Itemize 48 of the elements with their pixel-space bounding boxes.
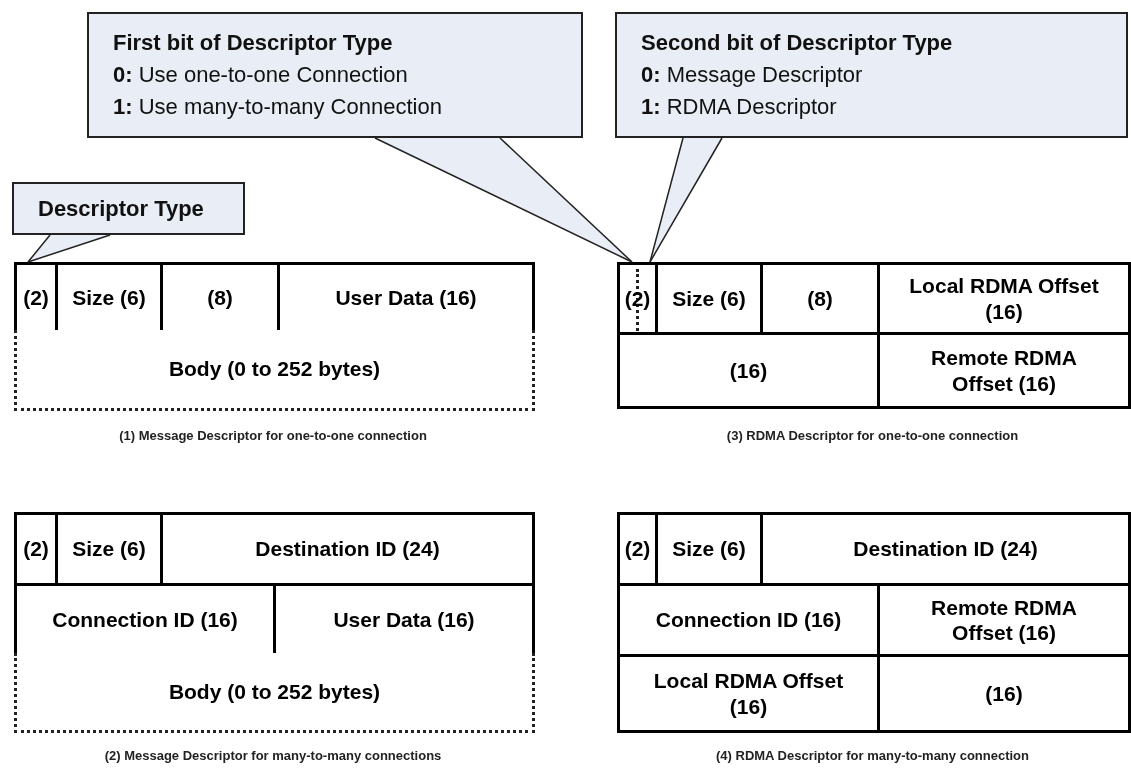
callout-heading: Second bit of Descriptor Type xyxy=(641,29,953,58)
field-cell xyxy=(760,512,1131,586)
field-label: Connection ID (16) xyxy=(655,607,842,633)
callout-heading: First bit of Descriptor Type xyxy=(113,29,393,58)
field-label: (2) xyxy=(624,285,651,312)
callout-text: 0: Use one-to-one Connection xyxy=(113,61,408,90)
field-label: Destination ID (24) xyxy=(853,536,1038,562)
figure-caption: (3) RDMA Descriptor for one-to-one connection xyxy=(725,428,1020,443)
field-label: Size (6) xyxy=(672,536,746,562)
field-label: Local RDMA Offset (16) xyxy=(653,668,844,719)
figure-caption: (2) Message Descriptor for many-to-many connections xyxy=(103,748,443,763)
callout-text: 0: Message Descriptor xyxy=(641,61,863,90)
field-cell xyxy=(877,332,1131,409)
field-label: (16) xyxy=(985,680,1023,707)
field-cell xyxy=(277,262,535,333)
figure-caption: (4) RDMA Descriptor for many-to-many connection xyxy=(715,748,1030,763)
field-label: User Data (16) xyxy=(333,606,475,633)
field-cell xyxy=(160,512,535,586)
field-label: Body (0 to 252 bytes) xyxy=(168,678,381,705)
figure-caption: (1) Message Descriptor for one-to-one connection xyxy=(118,428,428,443)
field-label: Size (6) xyxy=(72,284,146,311)
field-cell xyxy=(14,262,58,333)
callout-text: 1: RDMA Descriptor xyxy=(641,92,837,121)
field-label: (8) xyxy=(207,284,233,311)
field-cell xyxy=(617,654,880,733)
field-label: Connection ID (16) xyxy=(52,606,238,633)
field-cell xyxy=(14,653,535,733)
field-label: Body (0 to 252 bytes) xyxy=(168,356,381,382)
field-label: (2) xyxy=(23,536,49,562)
field-label: Remote RDMA Offset (16) xyxy=(930,594,1078,646)
callout-text: 1: Use many-to-many Connection xyxy=(113,92,442,121)
field-label: (2) xyxy=(624,536,651,562)
field-cell xyxy=(877,262,1131,335)
field-label: Size (6) xyxy=(72,536,146,562)
field-cell xyxy=(14,512,58,586)
field-label: User Data (16) xyxy=(335,284,477,311)
callout-box xyxy=(87,12,583,138)
callout-heading: Descriptor Type xyxy=(38,194,204,223)
field-label: Remote RDMA Offset (16) xyxy=(930,345,1078,396)
field-cell xyxy=(877,654,1131,733)
field-label: (16) xyxy=(729,357,768,384)
field-label: Size (6) xyxy=(672,285,746,312)
field-label: (8) xyxy=(807,285,833,312)
field-label: Local RDMA Offset (16) xyxy=(909,273,1099,324)
field-cell xyxy=(14,330,535,411)
field-label: Destination ID (24) xyxy=(255,536,440,562)
field-cell xyxy=(617,332,880,409)
field-label: (2) xyxy=(23,284,49,311)
